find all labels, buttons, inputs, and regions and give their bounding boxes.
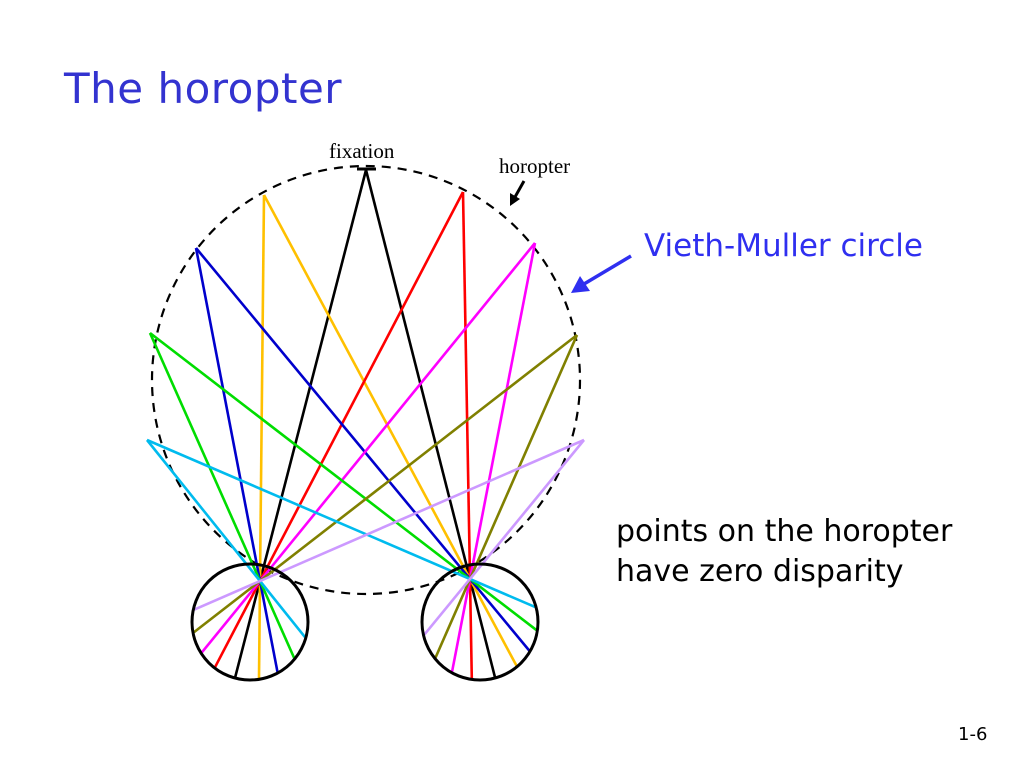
ray-yellow-left-eye <box>257 194 266 679</box>
note-line-1: points on the horopter <box>616 514 953 549</box>
left-eye <box>190 562 310 682</box>
fixation-label: fixation <box>329 139 395 163</box>
ray-lavender-right-eye <box>423 439 586 636</box>
ray-red-left-eye <box>213 191 465 668</box>
ray-olive-right-eye <box>434 334 579 659</box>
ray-yellow-right-eye <box>262 194 518 667</box>
ray-blue-right-eye <box>194 247 531 652</box>
vieth-muller-callout: Vieth-Muller circle <box>644 228 923 264</box>
horopter-arrow-icon <box>510 180 526 206</box>
horopter-note: points on the horopter have zero dispari… <box>616 512 952 592</box>
horopter-label: horopter <box>499 154 571 178</box>
slide-title: The horopter <box>64 64 343 113</box>
ray-fixation-left-eye <box>233 169 368 678</box>
ray-lavender-left-eye <box>193 438 585 611</box>
note-line-2: have zero disparity <box>616 554 904 589</box>
page-number: 1-6 <box>958 724 988 745</box>
ray-green-right-eye <box>149 331 538 632</box>
ray-cyan-left-eye <box>145 439 306 638</box>
ray-red-right-eye <box>461 191 474 679</box>
ray-cyan-right-eye <box>146 438 536 609</box>
ray-fixation-right-eye <box>364 169 497 678</box>
rays <box>145 169 586 679</box>
vieth-muller-arrow-icon <box>571 254 632 293</box>
ray-green-left-eye <box>148 332 296 659</box>
ray-blue-left-eye <box>194 247 279 673</box>
vieth-muller-circle <box>150 164 582 596</box>
right-eye <box>420 562 540 682</box>
ray-magenta-right-eye <box>450 242 537 672</box>
